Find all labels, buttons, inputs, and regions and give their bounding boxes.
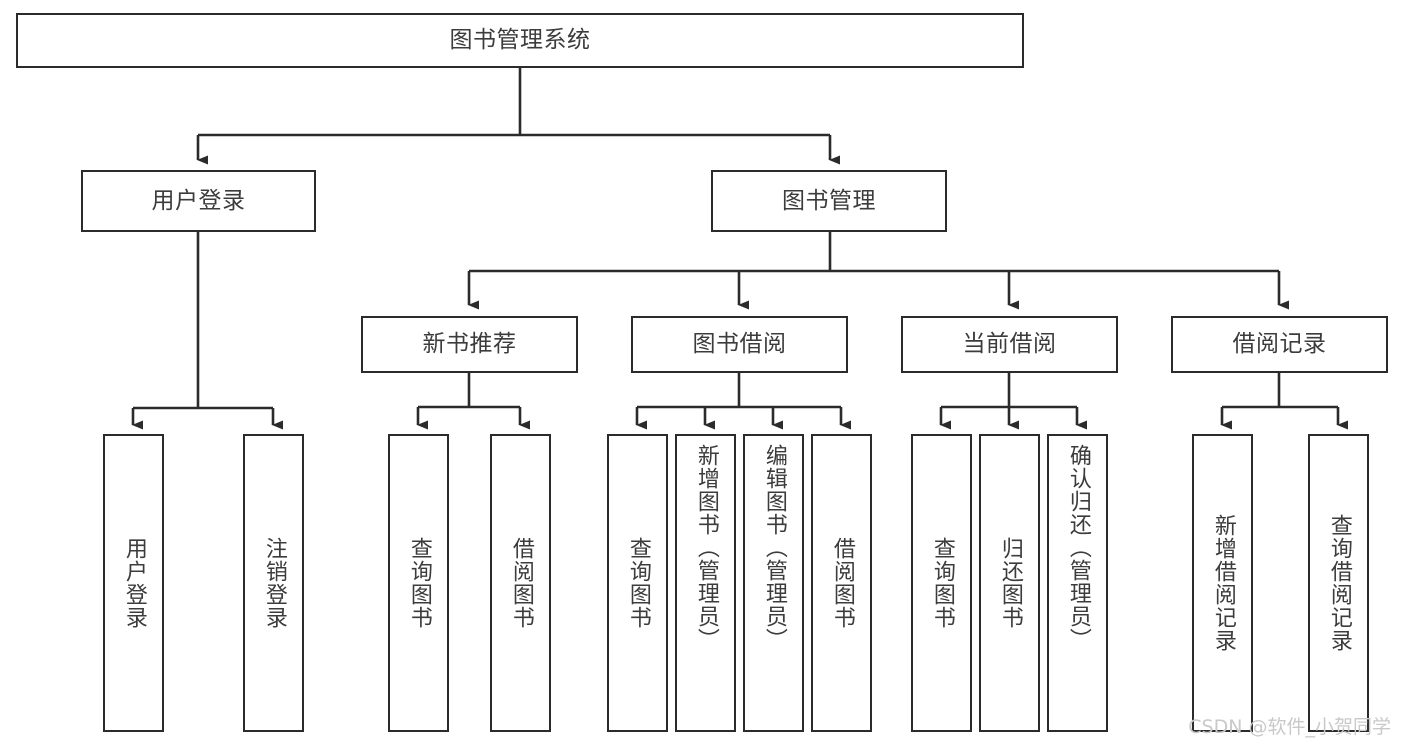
node-leaf-borrow-book-1-label: 借阅图书: [508, 537, 534, 629]
node-leaf-query-book-1-label: 查询图书: [406, 537, 432, 629]
csdn-watermark: CSDN @软件_小贺同学: [1188, 716, 1391, 738]
node-leaf-confirm-return-label: 确认归还（管理员）: [1065, 444, 1091, 651]
node-leaf-logout-login[interactable]: 注销登录: [243, 434, 304, 732]
node-book-borrow[interactable]: 图书借阅: [631, 316, 848, 373]
node-leaf-borrow-book-2[interactable]: 借阅图书: [811, 434, 872, 732]
node-leaf-logout-login-label: 注销登录: [261, 537, 287, 629]
node-user-login-label: 用户登录: [151, 187, 246, 214]
node-leaf-edit-book-label: 编辑图书（管理员）: [761, 444, 787, 651]
node-leaf-query-record[interactable]: 查询借阅记录: [1308, 434, 1369, 732]
node-root-system[interactable]: 图书管理系统: [16, 13, 1024, 68]
node-leaf-add-record-label: 新增借阅记录: [1210, 514, 1236, 652]
node-root-label: 图书管理系统: [449, 27, 591, 54]
node-new-book-recommend[interactable]: 新书推荐: [361, 316, 578, 373]
node-leaf-query-book-2-label: 查询图书: [625, 537, 651, 629]
node-leaf-borrow-book-2-label: 借阅图书: [829, 537, 855, 629]
node-leaf-add-book-label: 新增图书（管理员）: [693, 444, 719, 651]
node-leaf-confirm-return[interactable]: 确认归还（管理员）: [1047, 434, 1108, 732]
node-leaf-add-record[interactable]: 新增借阅记录: [1192, 434, 1253, 732]
node-leaf-add-book[interactable]: 新增图书（管理员）: [675, 434, 736, 732]
node-current-borrow-label: 当前借阅: [962, 331, 1057, 358]
node-book-manage[interactable]: 图书管理: [711, 170, 947, 232]
node-leaf-query-book-3-label: 查询图书: [929, 537, 955, 629]
node-leaf-edit-book[interactable]: 编辑图书（管理员）: [743, 434, 804, 732]
node-borrow-record[interactable]: 借阅记录: [1171, 316, 1388, 373]
node-leaf-borrow-book-1[interactable]: 借阅图书: [490, 434, 551, 732]
node-user-login[interactable]: 用户登录: [81, 170, 316, 232]
node-leaf-return-book[interactable]: 归还图书: [979, 434, 1040, 732]
node-book-manage-label: 图书管理: [782, 187, 876, 214]
node-new-book-recommend-label: 新书推荐: [422, 331, 517, 358]
node-leaf-user-login[interactable]: 用户登录: [103, 434, 164, 732]
node-leaf-query-book-2[interactable]: 查询图书: [607, 434, 668, 732]
node-leaf-user-login-label: 用户登录: [121, 537, 147, 629]
node-book-borrow-label: 图书借阅: [692, 331, 787, 358]
node-current-borrow[interactable]: 当前借阅: [901, 316, 1118, 373]
node-leaf-query-book-3[interactable]: 查询图书: [911, 434, 972, 732]
node-leaf-query-book-1[interactable]: 查询图书: [388, 434, 449, 732]
node-borrow-record-label: 借阅记录: [1232, 331, 1327, 358]
node-leaf-query-record-label: 查询借阅记录: [1326, 514, 1352, 652]
node-leaf-return-book-label: 归还图书: [997, 537, 1023, 629]
